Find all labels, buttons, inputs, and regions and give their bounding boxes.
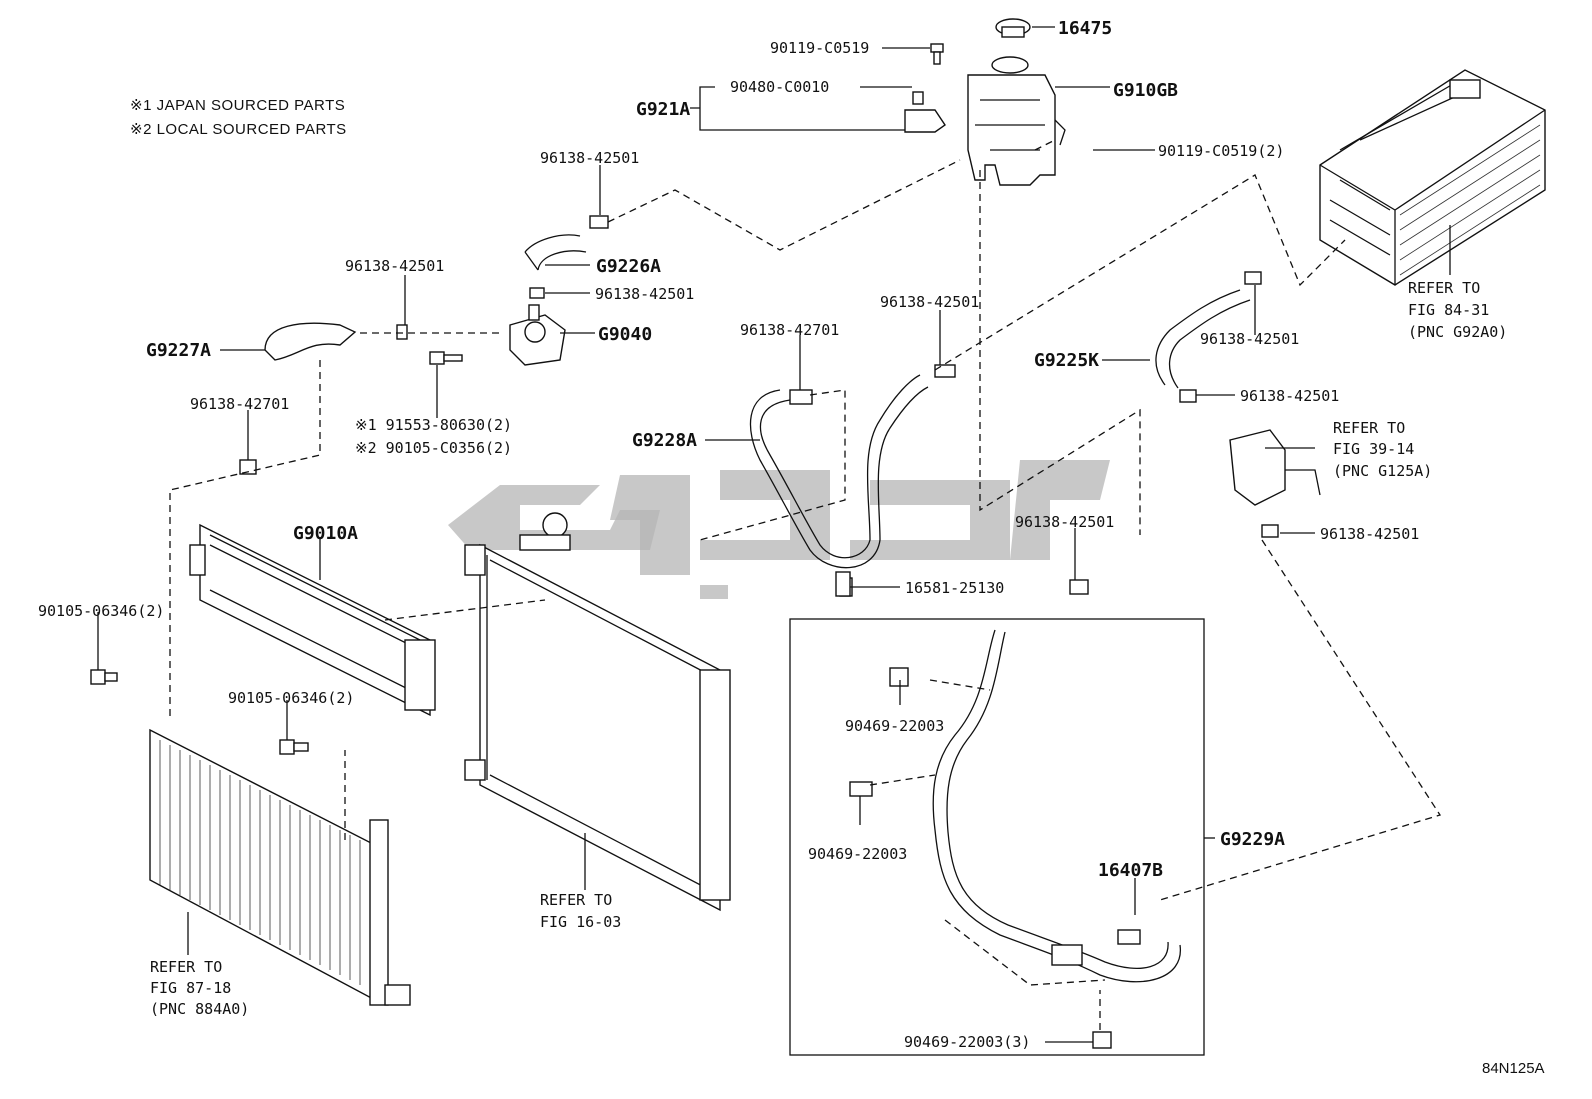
label-g9225k: G9225K <box>1034 350 1099 371</box>
label-96138-42701-a: 96138-42701 <box>190 395 289 413</box>
label-g9010a: G9010A <box>293 523 358 544</box>
label-90105-c0356: ※2 90105-C0356(2) <box>355 439 512 457</box>
label-g9227a: G9227A <box>146 340 211 361</box>
label-90119-c0519: 90119-C0519 <box>770 39 869 57</box>
label-90469-22003-b: 90469-22003 <box>808 845 907 863</box>
reservoir-tank <box>967 56 1066 186</box>
label-g9229a: G9229A <box>1220 829 1285 850</box>
ref-87-18-line3: (PNC 884A0) <box>150 1000 249 1018</box>
hose-g9226a <box>524 234 587 271</box>
label-90105-06346-b: 90105-06346(2) <box>228 689 354 707</box>
g9229a-clips <box>849 667 1112 1049</box>
ref-16-03-line2: FIG 16-03 <box>540 913 621 931</box>
label-90105-06346-a: 90105-06346(2) <box>38 602 164 620</box>
sub-radiator-g9010a <box>189 523 436 717</box>
bolt-top <box>930 43 944 65</box>
ref-84-31-line3: (PNC G92A0) <box>1408 323 1507 341</box>
reservoir-cap <box>995 18 1031 38</box>
label-g910gb: G910GB <box>1113 80 1178 101</box>
note-local-sourced: ※2 LOCAL SOURCED PARTS <box>130 121 347 138</box>
label-96138-42501-f: 96138-42501 <box>1240 387 1339 405</box>
label-91553-80630: ※1 91553-80630(2) <box>355 416 512 434</box>
ref-39-14-line2: FIG 39-14 <box>1333 440 1414 458</box>
g9229a-box <box>789 618 1205 1056</box>
label-16581-25130: 16581-25130 <box>905 579 1004 597</box>
label-96138-42501-h: 96138-42501 <box>1015 513 1114 531</box>
hose-g9225k <box>1155 289 1251 389</box>
note-japan-sourced: ※1 JAPAN SOURCED PARTS <box>130 97 345 114</box>
label-96138-42501-e: 96138-42501 <box>1200 330 1299 348</box>
ref-84-31-line2: FIG 84-31 <box>1408 301 1489 319</box>
ref-84-31-line1: REFER TO <box>1408 279 1480 297</box>
ref-16-03-line1: REFER TO <box>540 891 612 909</box>
ref-39-14-line1: REFER TO <box>1333 419 1405 437</box>
pcu-bracket <box>1229 429 1321 506</box>
label-90469-22003-3: 90469-22003(3) <box>904 1033 1030 1051</box>
label-96138-42501-g: 96138-42501 <box>1320 525 1419 543</box>
label-16407b: 16407B <box>1098 860 1163 881</box>
label-90119-c0519-2: 90119-C0519(2) <box>1158 142 1284 160</box>
hose-g9228a <box>749 374 929 569</box>
bracket-16581 <box>835 571 851 597</box>
condenser <box>149 728 411 1006</box>
diagram-code: 84N125A <box>1482 1060 1545 1077</box>
label-96138-42701-b: 96138-42701 <box>740 321 839 339</box>
dashed-connections <box>169 139 1442 1030</box>
label-96138-42501-a: 96138-42501 <box>540 149 639 167</box>
label-96138-42501-c: 96138-42501 <box>345 257 444 275</box>
ref-39-14-line3: (PNC G125A) <box>1333 462 1432 480</box>
label-g9226a: G9226A <box>596 256 661 277</box>
ref-87-18-line2: FIG 87-18 <box>150 979 231 997</box>
watermark-logo <box>448 460 1110 599</box>
water-pump <box>509 304 566 366</box>
label-g9040: G9040 <box>598 324 652 345</box>
label-90480-c0010: 90480-C0010 <box>730 78 829 96</box>
bracket-g921a <box>904 91 946 133</box>
label-96138-42501-b: 96138-42501 <box>595 285 694 303</box>
leader-lines <box>97 26 1451 1043</box>
label-90469-22003-a: 90469-22003 <box>845 717 944 735</box>
pump-bolt <box>429 351 463 365</box>
label-g9228a: G9228A <box>632 430 697 451</box>
hose-g9227a <box>264 322 357 361</box>
label-96138-42501-d: 96138-42501 <box>880 293 979 311</box>
condenser-bolts <box>90 669 309 755</box>
main-radiator <box>464 512 731 912</box>
inverter-assembly <box>1319 69 1546 286</box>
label-g921a: G921A <box>636 99 690 120</box>
ref-87-18-line1: REFER TO <box>150 958 222 976</box>
label-16475: 16475 <box>1058 18 1112 39</box>
